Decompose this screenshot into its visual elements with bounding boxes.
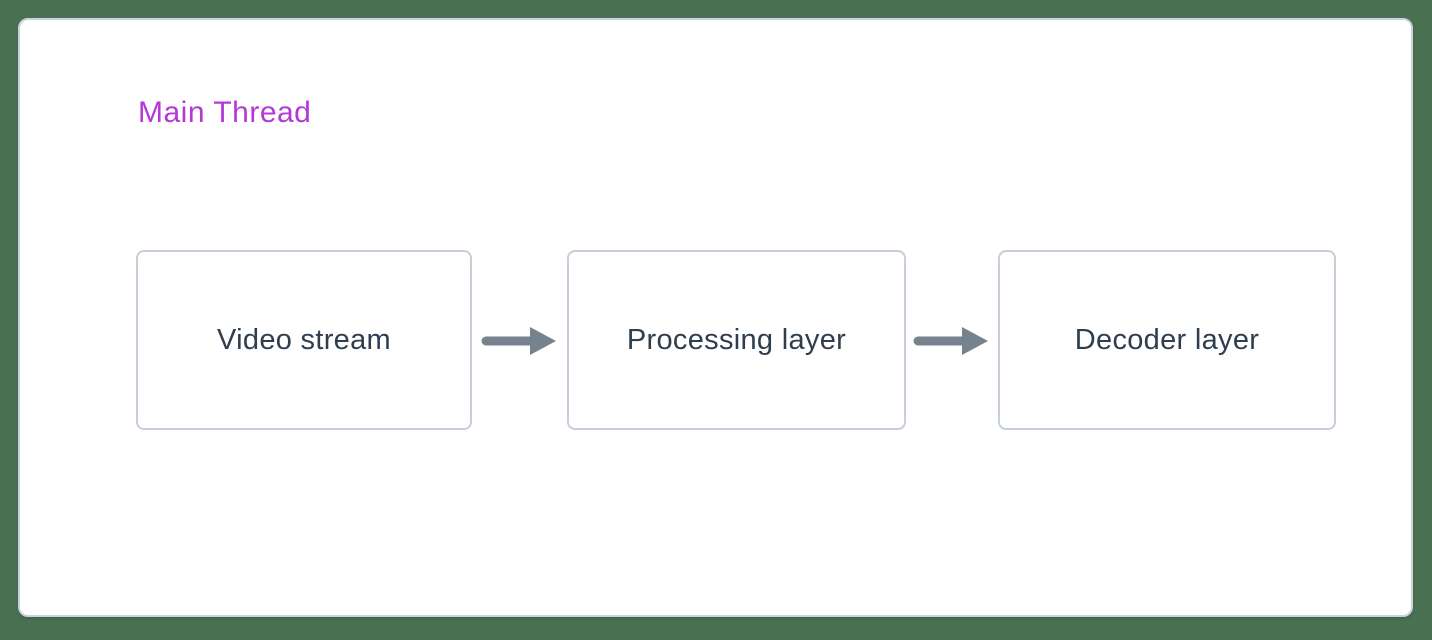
flow-node-label: Decoder layer [1074, 323, 1260, 356]
flow-node-label: Processing layer [626, 323, 847, 356]
flow-node-processing-layer: Processing layer [567, 250, 906, 430]
arrow-head [530, 327, 556, 355]
main-thread-panel: Main Thread Video stream Processing laye… [18, 18, 1413, 617]
panel-title: Main Thread [138, 96, 312, 129]
right-arrow-icon [481, 327, 556, 355]
flow-node-label: Video stream [217, 323, 391, 356]
flow-node-video-stream: Video stream [136, 250, 472, 430]
flow-node-decoder-layer: Decoder layer [998, 250, 1336, 430]
arrow-head [962, 327, 988, 355]
right-arrow-icon [913, 327, 988, 355]
